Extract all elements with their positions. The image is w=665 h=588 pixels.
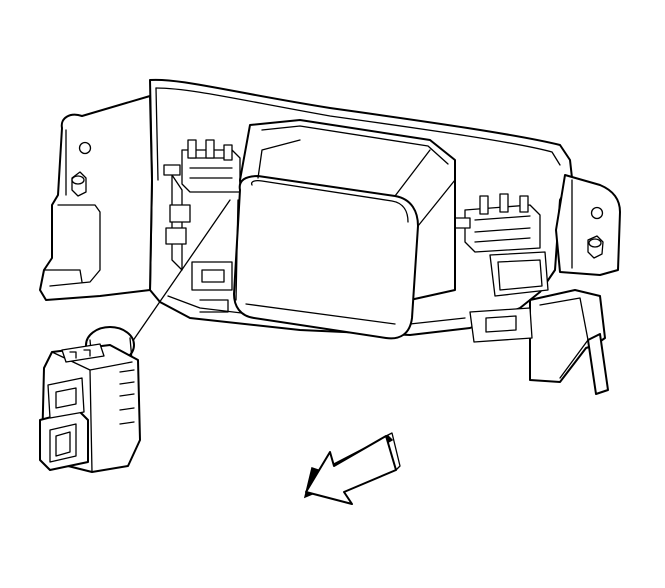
switch-module [39,326,141,473]
right-mount-ear [529,174,621,395]
direction-arrow [303,432,401,505]
mount-hole [78,141,92,155]
mount-hole [590,206,604,220]
leader-line [129,199,231,346]
right-retainer-clips [454,193,549,343]
left-retainer-clips [163,139,241,313]
center-housing [233,119,456,340]
left-mount-ear [39,95,153,301]
locating-pin [71,171,87,197]
locating-pin [587,235,604,259]
